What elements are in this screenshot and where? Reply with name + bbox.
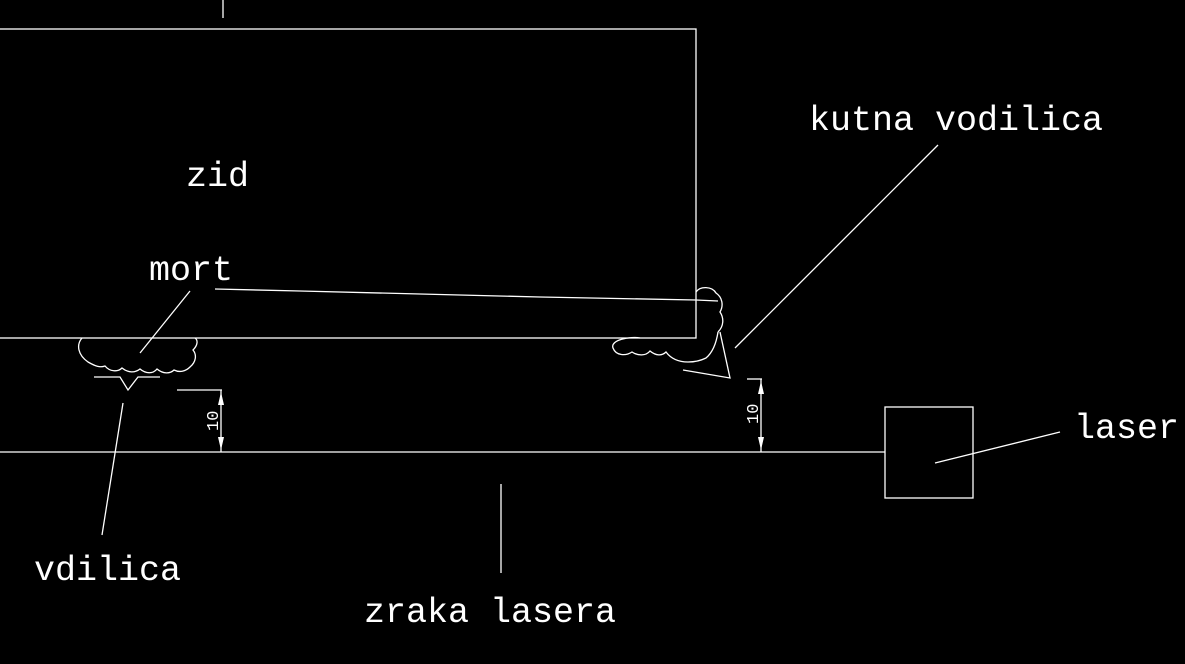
laser-beam-label: zraka lasera: [364, 593, 616, 633]
right-dim-arrow-top: [758, 381, 764, 394]
right-dim-arrow-bottom: [758, 437, 764, 450]
left-guide: [94, 376, 160, 392]
corner-guide: [682, 331, 731, 379]
laser-device: [884, 406, 974, 499]
wall-label: zid: [186, 157, 249, 197]
guide-label: vdilica: [34, 551, 181, 591]
right-dim-text: 10: [745, 404, 764, 424]
mortar-leader: [139, 290, 191, 354]
corner-guide-label: kutna vodilica: [809, 101, 1103, 141]
left-dim-arrow-top: [218, 392, 224, 405]
left-dim-text: 10: [205, 411, 224, 431]
laser-leader: [934, 431, 1061, 464]
left-dim-arrow-bottom: [218, 437, 224, 450]
corner-guide-leader: [734, 144, 939, 349]
right-mortar-cloud: [612, 286, 724, 363]
left-mortar-cloud: [77, 337, 198, 374]
mortar-label: mort: [149, 251, 233, 291]
wall: [0, 28, 697, 339]
laser-label: laser: [1074, 409, 1179, 449]
mortar-line: [214, 288, 719, 302]
guide-leader: [101, 402, 124, 536]
